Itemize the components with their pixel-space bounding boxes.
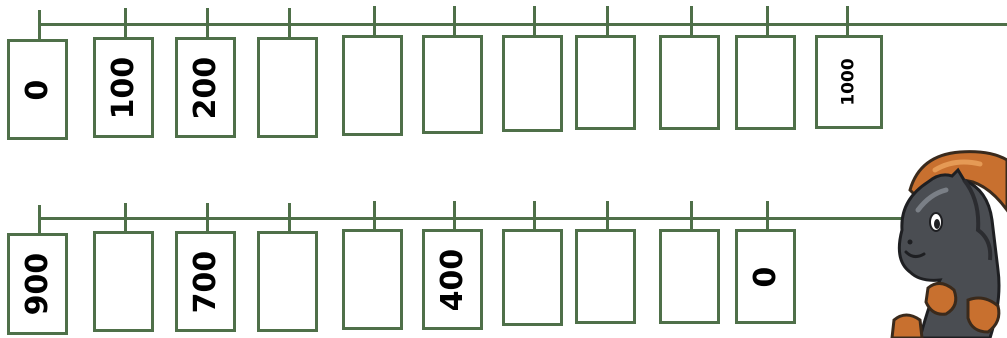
bottom-box-8[interactable] bbox=[575, 229, 636, 324]
top-tick bbox=[846, 6, 849, 38]
top-box-label: 0 bbox=[19, 79, 55, 100]
bottom-tick bbox=[606, 201, 609, 233]
bottom-tick bbox=[124, 203, 127, 235]
top-axis-line bbox=[38, 23, 1007, 26]
top-box-6[interactable] bbox=[422, 35, 483, 134]
bottom-box-4[interactable] bbox=[257, 231, 318, 332]
bottom-tick bbox=[453, 201, 456, 233]
top-tick bbox=[373, 6, 376, 38]
top-box-label: 200 bbox=[187, 56, 223, 119]
top-tick bbox=[453, 6, 456, 38]
chess-knight-mascot-icon bbox=[890, 150, 1007, 338]
bottom-tick bbox=[38, 205, 41, 237]
bottom-box-3[interactable]: 700 bbox=[175, 231, 236, 332]
bottom-box-7[interactable] bbox=[502, 229, 563, 326]
top-box-8[interactable] bbox=[575, 35, 636, 130]
top-box-10[interactable] bbox=[735, 35, 796, 130]
bottom-tick bbox=[690, 201, 693, 233]
top-tick bbox=[533, 6, 536, 38]
bottom-box-label: 900 bbox=[19, 252, 55, 316]
bottom-tick bbox=[206, 203, 209, 235]
top-box-11[interactable]: 1000 bbox=[815, 35, 883, 129]
top-tick bbox=[206, 8, 209, 40]
top-box-7[interactable] bbox=[502, 35, 563, 132]
bottom-box-10[interactable]: 0 bbox=[735, 229, 796, 324]
top-box-9[interactable] bbox=[659, 35, 720, 130]
bottom-axis-line bbox=[38, 217, 938, 220]
top-tick bbox=[288, 8, 291, 40]
bottom-box-label: 700 bbox=[187, 250, 223, 313]
top-box-label: 1000 bbox=[838, 58, 859, 106]
top-tick bbox=[606, 6, 609, 38]
top-box-4[interactable] bbox=[257, 37, 318, 138]
bottom-tick bbox=[533, 201, 536, 233]
top-tick bbox=[766, 6, 769, 38]
top-box-2[interactable]: 100 bbox=[93, 37, 154, 138]
bottom-box-5[interactable] bbox=[342, 229, 403, 330]
bottom-tick bbox=[373, 201, 376, 233]
top-box-1[interactable]: 0 bbox=[7, 39, 68, 140]
top-tick bbox=[124, 8, 127, 40]
top-box-5[interactable] bbox=[342, 35, 403, 136]
bottom-box-9[interactable] bbox=[659, 229, 720, 324]
top-tick bbox=[38, 10, 41, 42]
bottom-tick bbox=[288, 203, 291, 235]
bottom-box-2[interactable] bbox=[93, 231, 154, 332]
bottom-tick bbox=[766, 201, 769, 233]
bottom-box-label: 400 bbox=[434, 248, 470, 311]
bottom-box-1[interactable]: 900 bbox=[7, 233, 68, 335]
top-tick bbox=[690, 6, 693, 38]
top-box-3[interactable]: 200 bbox=[175, 37, 236, 138]
bottom-box-6[interactable]: 400 bbox=[422, 229, 483, 330]
top-box-label: 100 bbox=[105, 56, 141, 119]
bottom-box-label: 0 bbox=[747, 266, 783, 287]
